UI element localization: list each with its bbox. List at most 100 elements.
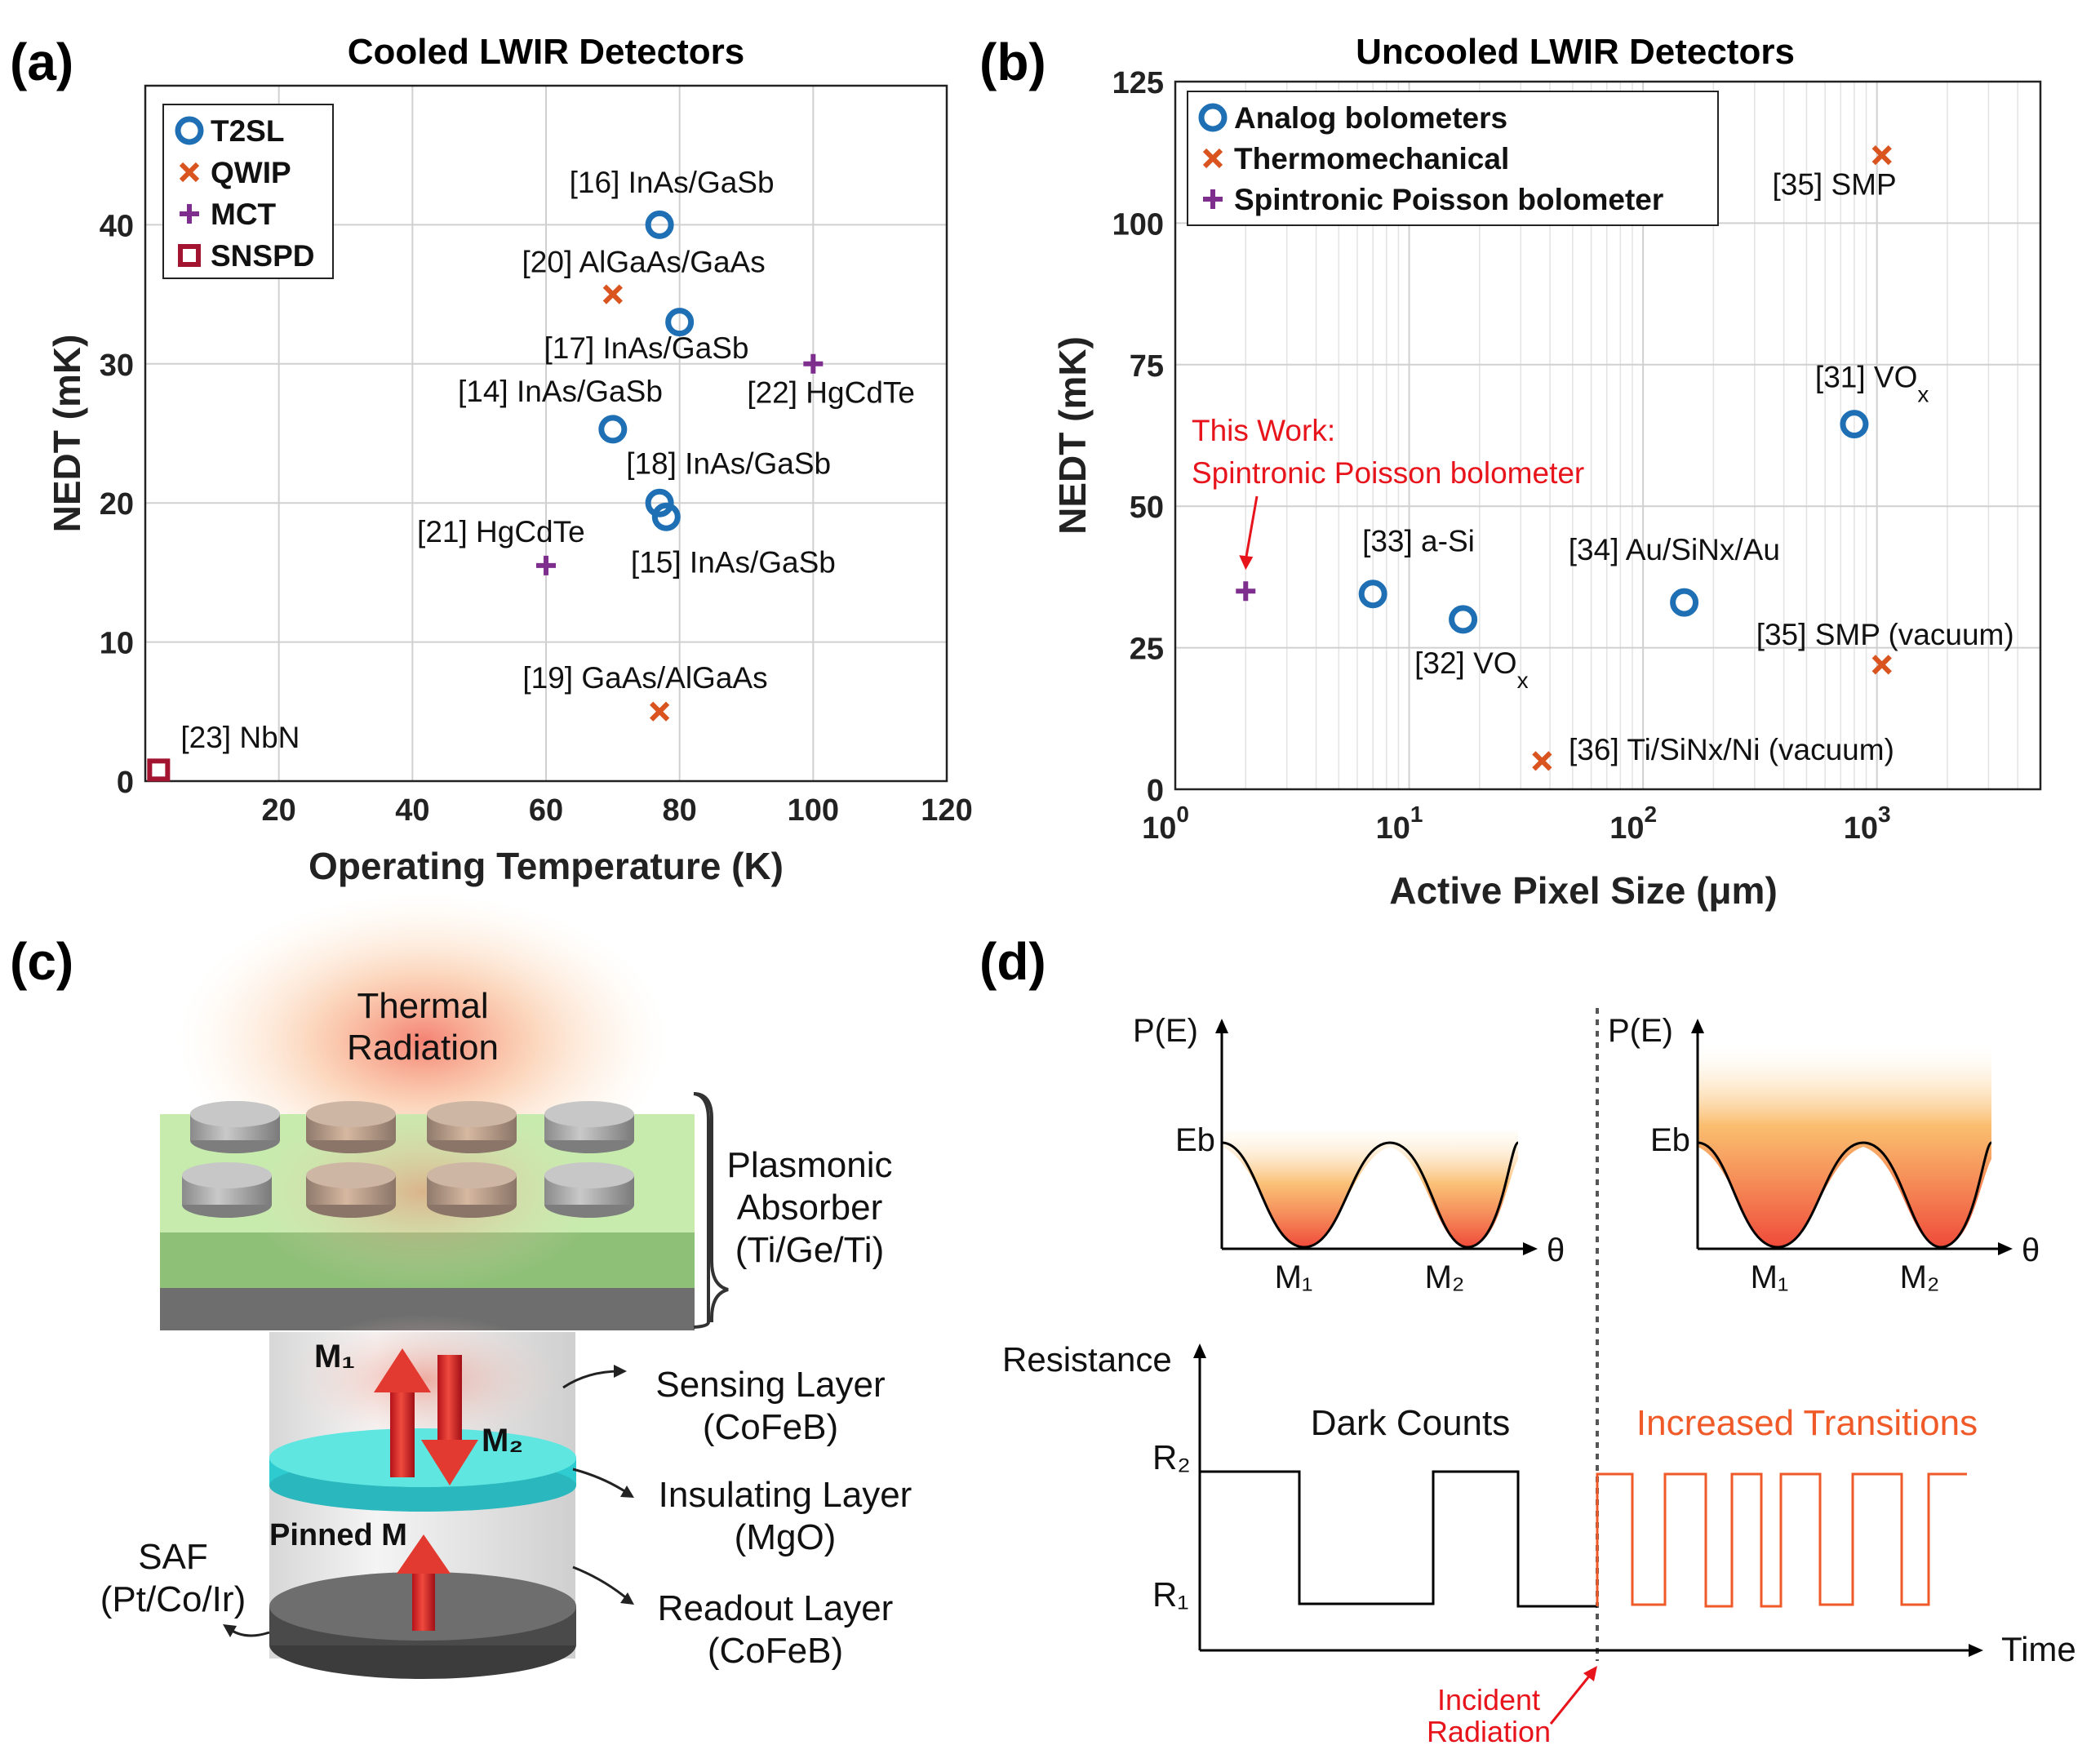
- data-point: [1358, 580, 1387, 609]
- insulating-layer-label-1: Insulating Layer: [659, 1475, 912, 1515]
- y-tick-label: 10: [100, 627, 134, 661]
- plasmonic-label-2: Absorber: [737, 1188, 883, 1228]
- point-label: [14] InAs/GaSb: [458, 375, 663, 408]
- point-label: [18] InAs/GaSb: [626, 446, 831, 480]
- data-point: [645, 488, 674, 517]
- legend-marker: [180, 204, 199, 224]
- m1-label-dark: M₁: [1275, 1259, 1313, 1295]
- legend-marker: [1198, 103, 1228, 132]
- x-tick-label: 40: [395, 793, 429, 828]
- legend-label: SNSPD: [211, 239, 314, 273]
- y-tick-label: 40: [100, 209, 134, 243]
- legend-label: T2SL: [211, 114, 284, 148]
- absorber-brace: [693, 1092, 729, 1322]
- data-point: [1840, 410, 1869, 439]
- m2-label-dark: M₂: [1425, 1259, 1465, 1295]
- chart-title: Uncooled LWIR Detectors: [1356, 32, 1795, 72]
- panel-label-c: (c): [10, 932, 73, 991]
- sensing-layer-label-1: Sensing Layer: [655, 1365, 885, 1405]
- y-tick-label: 100: [1112, 207, 1164, 242]
- device-schematic: Thermal Radiation Plasmonic Absorber (Ti…: [100, 894, 912, 1679]
- data-point: [1532, 751, 1552, 771]
- panel-label-b: (b): [979, 33, 1046, 91]
- readout-layer-label-1: Readout Layer: [658, 1588, 894, 1628]
- y-tick-label: 75: [1130, 349, 1164, 384]
- m1-label-irradiated: M₁: [1751, 1259, 1789, 1295]
- dark-counts-label: Dark Counts: [1311, 1403, 1511, 1443]
- energy-landscape-dark: P(E) Eb θ M₁ M₂: [1133, 1013, 1565, 1295]
- energy-landscape-irradiated: P(E) Eb θ M₁ M₂: [1608, 1013, 2040, 1295]
- theta-label-dark: θ: [1547, 1232, 1565, 1268]
- trace-dark: [1200, 1470, 1597, 1608]
- data-point: [1871, 145, 1892, 166]
- readout-layer-label-2: (CoFeB): [708, 1631, 843, 1671]
- time-axis-label: Time: [2001, 1630, 2076, 1668]
- incident-radiation-label-1: Incident: [1437, 1683, 1540, 1716]
- data-point: [649, 701, 670, 722]
- potential-curve-irradiated: [1697, 1141, 1993, 1249]
- x-axis-label: Active Pixel Size (μm): [1389, 869, 1778, 912]
- x-tick-label: 102: [1609, 802, 1657, 846]
- data-point: [645, 210, 674, 239]
- legend-box: [162, 104, 334, 279]
- point-label: [34] Au/SiNx/Au: [1569, 533, 1780, 566]
- m1-up-arrow: [374, 1348, 431, 1477]
- legend-marker: [1203, 189, 1223, 209]
- pinned-m-arrow: [397, 1534, 451, 1631]
- y-tick-label: 50: [1130, 491, 1164, 525]
- x-tick-label: 100: [1142, 802, 1189, 846]
- plot-frame: [144, 84, 948, 783]
- plasmonic-label-1: Plasmonic: [727, 1145, 893, 1185]
- legend-label: MCT: [211, 198, 277, 231]
- point-label: [19] GaAs/AlGaAs: [522, 661, 767, 695]
- pe-label-irradiated: P(E): [1608, 1013, 1673, 1049]
- pe-label-dark: P(E): [1133, 1013, 1198, 1049]
- x-tick-label: 103: [1844, 802, 1891, 846]
- well-fill-dark: [1222, 1130, 1518, 1247]
- legend-label: Thermomechanical: [1234, 142, 1509, 175]
- data-point: [1670, 588, 1699, 617]
- m1-label: M₁: [314, 1339, 355, 1374]
- data-point: [1449, 605, 1478, 634]
- point-label: [36] Ti/SiNx/Ni (vacuum): [1569, 733, 1894, 766]
- point-label: [15] InAs/GaSb: [631, 545, 836, 579]
- data-point: [651, 502, 681, 531]
- this-work-label-2: Spintronic Poisson bolometer: [1192, 456, 1584, 490]
- point-label: [33] a-Si: [1362, 525, 1475, 558]
- panel-label-a: (a): [10, 33, 73, 91]
- x-tick-label: 60: [529, 793, 563, 828]
- chart-title: Cooled LWIR Detectors: [348, 32, 745, 72]
- legend-marker: [179, 162, 200, 183]
- thermal-radiation-label-2: Radiation: [347, 1028, 499, 1068]
- this-work-arrowhead: [1239, 555, 1254, 571]
- data-point: [602, 284, 623, 304]
- data-point: [536, 555, 556, 575]
- y-tick-label: 125: [1112, 66, 1164, 100]
- thermal-radiation-label-1: Thermal: [357, 986, 488, 1026]
- y-tick-label: 30: [100, 349, 134, 383]
- r2-label: R₂: [1152, 1438, 1191, 1477]
- m2-label-irradiated: M₂: [1900, 1259, 1940, 1295]
- plot-frame: [1174, 80, 2042, 791]
- point-label: [20] AlGaAs/GaAs: [522, 245, 766, 278]
- data-point: [598, 415, 628, 444]
- panel-label-d: (d): [979, 932, 1046, 991]
- this-work-label-1: This Work:: [1192, 414, 1335, 447]
- sensing-layer-label-2: (CoFeB): [703, 1407, 838, 1447]
- poisson-diagram: P(E) Eb θ M₁ M₂ P(E) Eb θ M₁ M₂ Resistan…: [1002, 1008, 2076, 1748]
- y-tick-label: 0: [117, 766, 134, 800]
- saf-label-2: (Pt/Co/Ir): [100, 1579, 246, 1619]
- legend-label: Spintronic Poisson bolometer: [1234, 183, 1663, 216]
- insulating-layer-label-2: (MgO): [735, 1517, 837, 1557]
- pinned-m-label: Pinned M: [269, 1518, 407, 1552]
- eb-label-dark: Eb: [1175, 1122, 1215, 1158]
- x-tick-label: 100: [788, 793, 839, 828]
- legend-box: [1187, 91, 1719, 226]
- point-label: [17] InAs/GaSb: [544, 331, 749, 365]
- this-work-arrow: [1244, 495, 1259, 561]
- plasmonic-disc-array: [182, 1101, 634, 1218]
- plasmonic-label-3: (Ti/Ge/Ti): [735, 1230, 885, 1270]
